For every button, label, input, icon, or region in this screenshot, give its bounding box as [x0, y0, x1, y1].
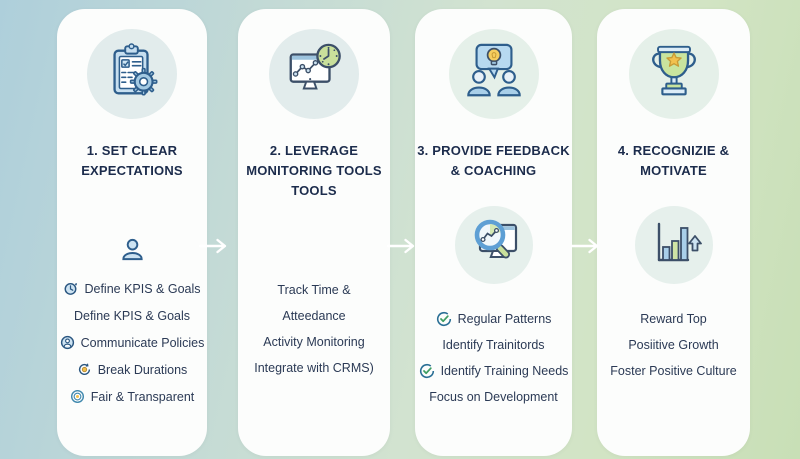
step-1-title: 1. SET CLEAR EXPECTATIONS [81, 143, 183, 178]
refresh-gear-icon [77, 362, 92, 377]
list-item-label: Integrate with CRMS) [254, 361, 374, 375]
list-item-label: Reward Top [640, 312, 707, 326]
step-card-1: 1. SET CLEAR EXPECTATIONS Define KPIS & … [57, 9, 207, 456]
step-card-2: 2. LEVERAGE MONITORING TOOLS TOOLS Track… [238, 9, 390, 456]
list-item-label: Posiitive Growth [628, 338, 719, 352]
list-item: Identify Training Needs [419, 358, 569, 384]
list-item-label: Atteedance [282, 309, 346, 323]
target-icon [70, 389, 85, 404]
arrow-right-icon [570, 237, 600, 255]
step-3-title: 3. PROVIDE FEEDBACK & COACHING [417, 143, 570, 178]
check-circle-icon [419, 363, 435, 379]
list-item: Track Time & [277, 277, 350, 303]
list-item: Focus on Development [429, 384, 558, 410]
step-2-title: 2. LEVERAGE MONITORING TOOLS TOOLS [246, 143, 382, 198]
person-circle-icon [60, 335, 75, 350]
arrow-right-icon [198, 237, 228, 255]
clock-history-icon [63, 281, 78, 296]
list-item: Fair & Transparent [70, 383, 195, 410]
check-circle-icon [436, 311, 452, 327]
list-item-label: Track Time & [277, 283, 351, 297]
list-item-label: Define KPIS & Goals [73, 308, 191, 323]
list-item-label: Activity Monitoring [263, 335, 365, 349]
step-card-4: 4. RECOGNIZIE & MOTIVATE Reward Top Posi… [597, 9, 750, 456]
monitor-chart-clock-icon [283, 41, 345, 108]
list-item: Break Durations [77, 356, 188, 383]
list-item-label: Focus on Development [429, 390, 558, 404]
step-3-sub-icon-circle [454, 206, 533, 284]
step-1-list: Define KPIS & Goals Define KPIS & Goals … [57, 275, 207, 410]
list-item-label: Identify Training Needs [440, 364, 569, 378]
list-item: Foster Positive Culture [610, 358, 736, 384]
step-card-3: 3. PROVIDE FEEDBACK & COACHING [415, 9, 572, 456]
list-item: Communicate Policies [60, 329, 205, 356]
step-4-sub-icon-circle [634, 206, 713, 284]
list-item: Activity Monitoring [263, 329, 364, 355]
list-item-label: Define KPIS & Goals [84, 281, 201, 296]
list-item: Define KPIS & Goals [74, 302, 190, 329]
person-icon [119, 235, 146, 263]
trophy-star-icon [643, 41, 705, 108]
list-item: Reward Top [640, 306, 706, 332]
step-2-list: Track Time & Atteedance Activity Monitor… [238, 277, 390, 381]
list-item: Atteedance [282, 303, 345, 329]
step-3-list: Regular Patterns Identify Trainitords Id… [415, 306, 572, 410]
clipboard-checklist-gear-icon [101, 41, 163, 108]
list-item-label: Break Durations [97, 362, 188, 377]
list-item: Regular Patterns [436, 306, 552, 332]
list-item: Identify Trainitords [442, 332, 544, 358]
chat-lightbulb-people-icon [463, 41, 525, 108]
list-item-label: Regular Patterns [457, 312, 552, 326]
step-3-icon-circle [448, 29, 539, 119]
list-item: Integrate with CRMS) [254, 355, 373, 381]
magnifier-analytics-icon [466, 215, 522, 276]
step-4-icon-circle [628, 29, 719, 119]
list-item-label: Communicate Policies [80, 335, 205, 350]
list-item: Posiitive Growth [628, 332, 718, 358]
list-item-label: Identify Trainitords [442, 338, 545, 352]
step-4-list: Reward Top Posiitive Growth Foster Posit… [597, 306, 750, 384]
bar-chart-up-icon [646, 215, 702, 276]
step-2-icon-circle [269, 29, 359, 119]
step-1-icon-circle [87, 29, 177, 119]
list-item-label: Fair & Transparent [90, 389, 195, 404]
arrow-right-icon [386, 237, 416, 255]
list-item: Define KPIS & Goals [63, 275, 201, 302]
step-4-title: 4. RECOGNIZIE & MOTIVATE [617, 143, 730, 178]
list-item-label: Foster Positive Culture [610, 364, 737, 378]
